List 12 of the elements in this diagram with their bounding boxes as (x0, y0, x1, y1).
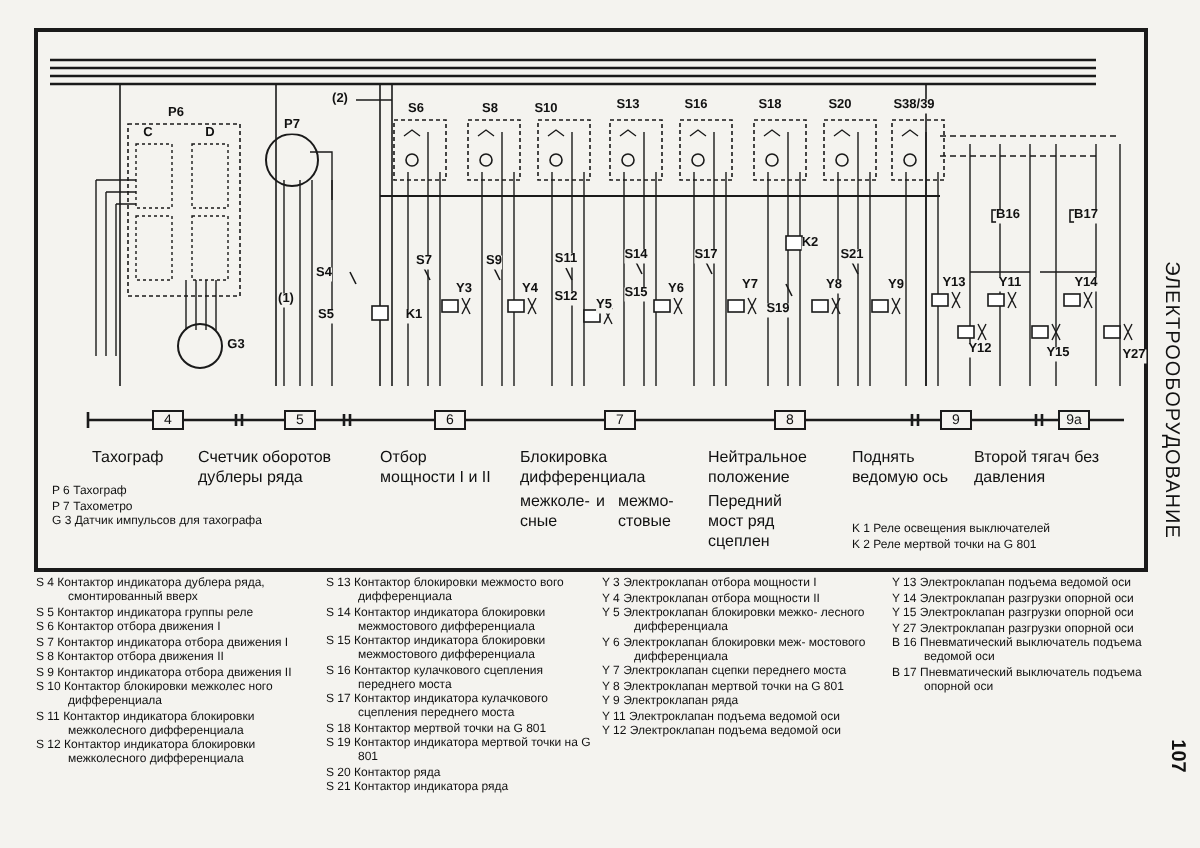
section-heading: межмо- стовые (618, 492, 676, 532)
section-heading: и (596, 492, 607, 512)
section-heading: Поднять ведомую ось (852, 448, 950, 488)
page-number: 107 (1166, 739, 1186, 773)
section-heading: Передний мост ряд сцеплен (708, 492, 784, 552)
section-heading: Нейтральное положение (708, 448, 809, 488)
section-heading: Счетчик оборотов дублеры ряда (198, 448, 334, 488)
section-heading: Тахограф (92, 448, 166, 468)
section-heading: Второй тягач без давления (974, 448, 1102, 488)
vertical-title: ЭЛЕКТРООБОРУДОВАНИЕ (1160, 261, 1180, 539)
section-heading: Отбор мощности I и II (380, 448, 493, 488)
section-heading: межколе- сные (520, 492, 584, 532)
